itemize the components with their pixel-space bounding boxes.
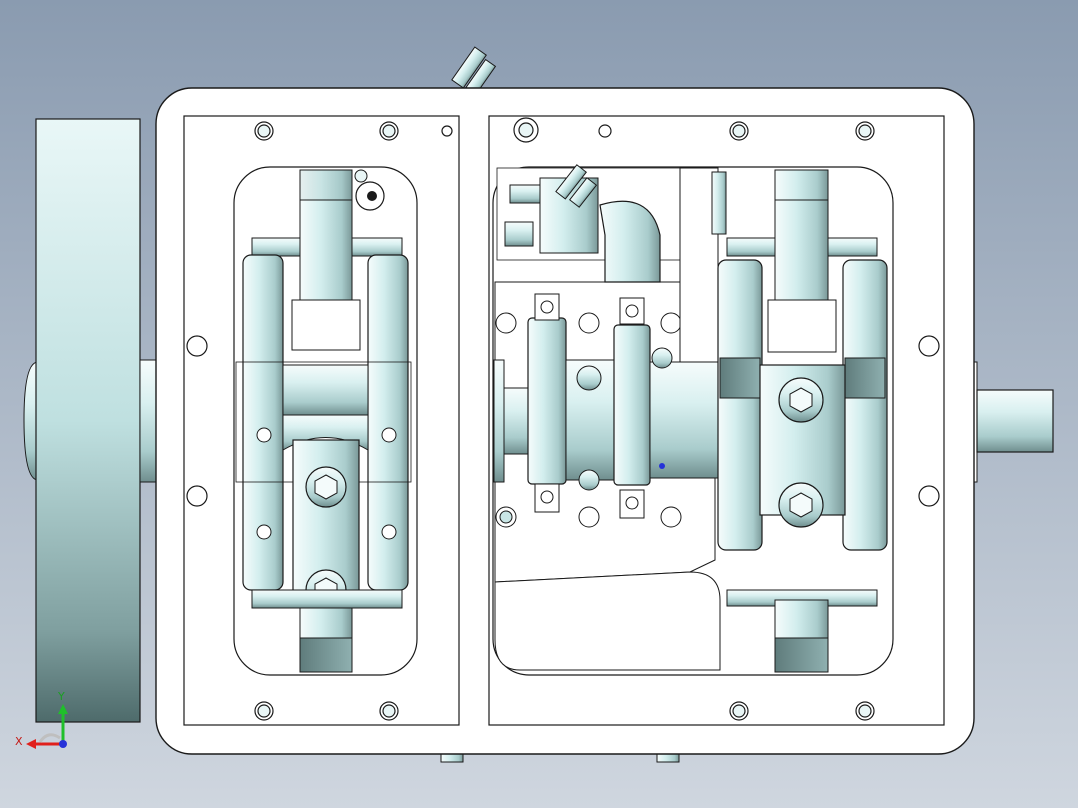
z-axis-dot <box>59 740 67 748</box>
y-axis-label: Y <box>57 690 65 703</box>
left-cylinder-assembly[interactable] <box>235 169 412 673</box>
crankshaft[interactable] <box>493 293 721 519</box>
right-cylinder-assembly[interactable] <box>717 169 888 673</box>
x-axis-label: X <box>15 735 23 748</box>
coordinate-triad: Y X <box>15 690 68 749</box>
cover-bolt-holes <box>186 117 940 721</box>
flywheel[interactable] <box>23 118 157 723</box>
